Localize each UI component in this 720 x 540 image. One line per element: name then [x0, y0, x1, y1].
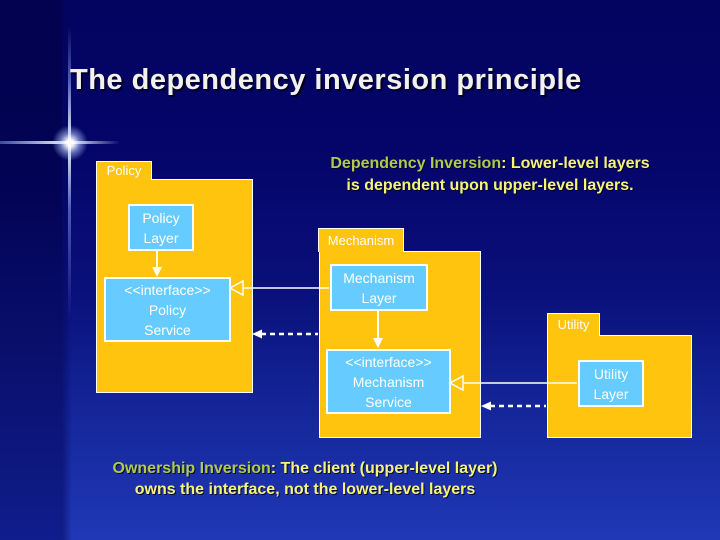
package-tab-utility: Utility: [547, 313, 600, 336]
package-tab-mechanism: Mechanism: [318, 228, 404, 252]
node-utility-layer: Utility Layer: [578, 360, 644, 407]
node-mechanism-layer: Mechanism Layer: [330, 264, 428, 311]
node-text-line: Service: [144, 321, 191, 338]
node-text-line: Service: [365, 393, 412, 410]
package-utility: Utility Layer: [547, 335, 692, 438]
statement-rest-text: : Lower-level layers: [501, 155, 650, 172]
arrowhead-left-icon: [481, 401, 491, 411]
dependency-inversion-statement: Dependency Inversion: Lower-level layers…: [285, 153, 695, 197]
statement-lead-text: Ownership Inversion: [112, 460, 271, 477]
ownership-inversion-statement: Ownership Inversion: The client (upper-l…: [72, 458, 538, 500]
node-text-line: Layer: [361, 289, 397, 306]
node-text-line: <<interface>>: [345, 353, 432, 370]
sparkle-vertical-line: [68, 26, 71, 320]
node-text-line: Mechanism: [343, 269, 415, 286]
arrowhead-left-icon: [252, 329, 262, 339]
statement-line-2: is dependent upon upper-level layers.: [346, 177, 634, 194]
statement-rest-text: : The client (upper-level layer): [270, 460, 498, 477]
left-accent-band: [0, 0, 62, 540]
package-policy: Policy Layer <<interface>> Policy Servic…: [96, 179, 253, 393]
node-policy-layer: Policy Layer: [128, 204, 194, 251]
statement-line-1: Ownership Inversion: The client (upper-l…: [72, 458, 538, 479]
node-text-line: Policy: [142, 209, 180, 226]
node-text-line: Policy: [148, 301, 187, 318]
node-text-line: Layer: [593, 385, 629, 402]
package-mechanism: Mechanism Layer <<interface>> Mechanism …: [319, 251, 481, 438]
statement-line-1: Dependency Inversion: Lower-level layers: [285, 153, 695, 175]
statement-lead-text: Dependency Inversion: [330, 155, 502, 172]
node-text-line: Layer: [143, 229, 179, 246]
left-band-fade: [62, 0, 72, 540]
slide-title: The dependency inversion principle: [70, 64, 582, 96]
sparkle-glow-icon: [52, 125, 88, 161]
node-policy-service-interface: <<interface>> Policy Service: [104, 277, 231, 342]
node-mechanism-service-interface: <<interface>> Mechanism Service: [326, 349, 451, 414]
node-text-line: Mechanism: [352, 373, 425, 390]
node-text-line: Utility: [593, 365, 629, 382]
node-text-line: <<interface>>: [124, 281, 211, 298]
statement-line-2: owns the interface, not the lower-level …: [134, 481, 476, 498]
package-tab-policy: Policy: [96, 161, 152, 180]
